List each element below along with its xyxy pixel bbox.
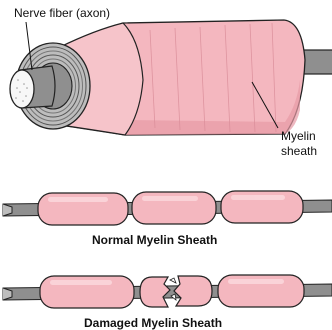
nerve-fiber-cutaway (10, 20, 332, 135)
myelin-label-line1: Myelin (281, 129, 316, 143)
damaged-myelin-fiber (3, 275, 332, 308)
normal-myelin-caption: Normal Myelin Sheath (92, 233, 217, 247)
damaged-segment-2-left (140, 277, 170, 307)
normal-myelin-fiber (3, 191, 332, 225)
axon-left-segment (10, 66, 55, 108)
myelin-label-line2: sheath (281, 144, 317, 158)
damaged-segment-2-right (174, 276, 212, 306)
damaged-myelin-caption: Damaged Myelin Sheath (84, 316, 222, 330)
axon-label: Nerve fiber (axon) (14, 6, 110, 20)
